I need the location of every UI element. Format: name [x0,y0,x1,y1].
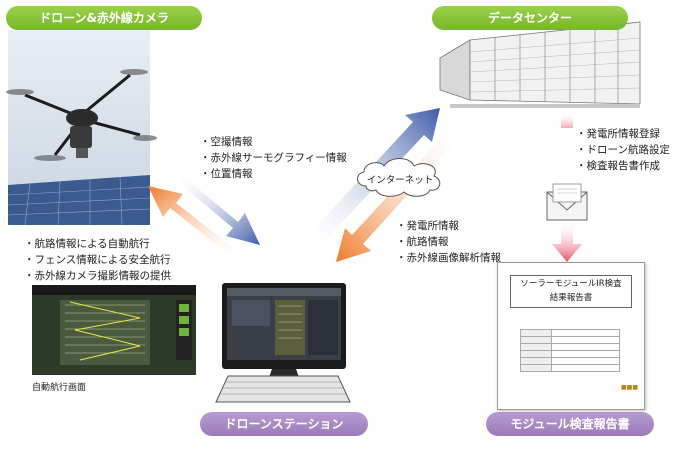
monitor-icon [222,283,346,380]
list-center-to-station: 発電所情報 航路情報 赤外線画像解析情報 [396,218,502,266]
list-drone-to-station: 空撮情報 赤外線サーモグラフィー情報 位置情報 [200,134,347,182]
server-rack-icon [439,21,641,108]
list-item: 位置情報 [200,166,347,182]
report-logo: ■■■ [620,384,638,391]
arrow-center-to-report [552,112,582,262]
auto-flight-map [32,285,196,375]
drone-icon [24,73,141,156]
keyboard-icon [215,375,351,403]
report-title-line1: ソーラーモジュールIR検査 [520,279,622,289]
list-item: 発電所情報 [396,218,501,234]
report-title: ソーラーモジュールIR検査 結果報告書 [510,275,632,308]
internet-label: インターネット [366,175,434,186]
table-row [520,343,620,351]
arrow-drone-to-station [173,172,260,245]
list-item: 検査報告書作成 [576,158,670,174]
list-item: 航路情報 [396,234,501,250]
report-document: ソーラーモジュールIR検査 結果報告書 ■■■ [497,262,645,410]
table-row [520,357,620,365]
list-item: 航路情報による自動航行 [24,236,171,252]
list-item: ドローン航路設定 [576,142,670,158]
table-row [520,364,620,372]
drone-photo [6,30,157,226]
label-drone-camera: ドローン&赤外線カメラ [6,6,202,30]
list-item: 赤外線カメラ撮影情報の提供 [24,268,172,284]
list-item: 赤外線サーモグラフィー情報 [200,150,347,166]
label-module-report: モジュール検査報告書 [486,412,654,436]
cloud-icon [357,158,441,197]
label-data-center: データセンター [432,6,628,30]
table-row [520,329,620,337]
list-item: フェンス情報による安全航行 [24,252,171,268]
list-item: 赤外線画像解析情報 [396,250,502,266]
table-row [520,336,620,344]
envelope-icon [546,183,588,221]
list-station-to-drone: 航路情報による自動航行 フェンス情報による安全航行 赤外線カメラ撮影情報の提供 [24,236,172,284]
list-center-to-report: 発電所情報登録 ドローン航路設定 検査報告書作成 [576,126,670,174]
auto-flight-caption: 自動航行画面 [32,383,87,393]
list-item: 発電所情報登録 [576,126,670,142]
list-item: 空撮情報 [200,134,347,150]
arrow-station-to-drone [148,186,244,262]
label-drone-station: ドローンステーション [200,412,368,436]
report-table [520,329,620,358]
report-title-line2: 結果報告書 [549,293,593,303]
report-table [520,357,620,372]
